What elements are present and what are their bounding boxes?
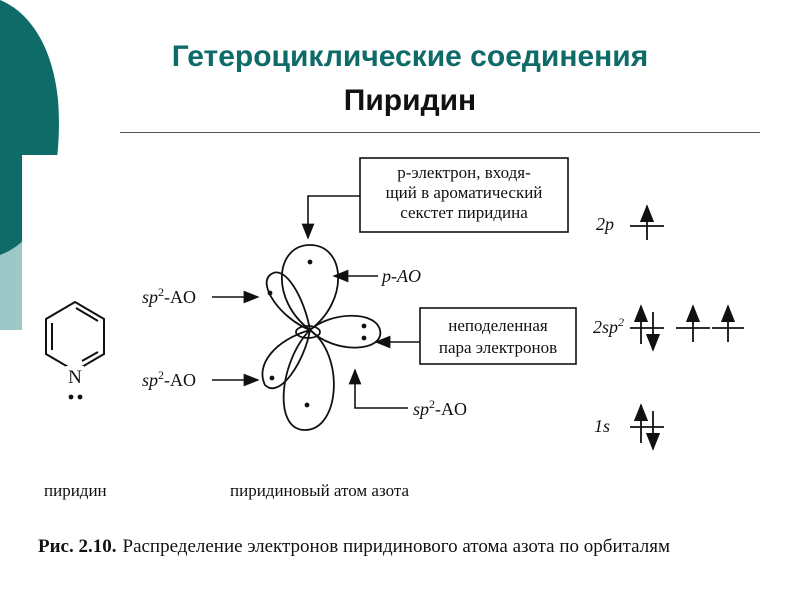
pyridine-ring: [45, 300, 105, 373]
sp2-lobe-upper-left: [265, 271, 312, 332]
lone-pair-dot: [361, 335, 367, 341]
lone-pair-box: [419, 307, 577, 365]
nitrogen-atom: N: [68, 367, 82, 388]
figure-caption: Рис. 2.10.Распределение электронов пирид…: [38, 536, 670, 557]
sp2-ao-arrow-bottom: [348, 368, 408, 409]
lone-pair-line-2: пара электронов: [439, 338, 557, 357]
sp2-lobe-lower-left: [261, 328, 312, 389]
atom-mask: [66, 366, 84, 386]
level-2sp2-label: 2sp2: [593, 315, 624, 337]
p-electron-line-1: р-электрон, входя-: [397, 163, 531, 182]
level-1s-label: 1s: [594, 416, 610, 436]
p-orbital-lobe-top: [280, 244, 340, 332]
nitrogen-atom-label: пиридиновый атом азота: [230, 481, 410, 500]
sp2-lobe-right: [308, 314, 381, 349]
sp2-ao-label-lower: sp2-AO: [142, 368, 196, 390]
slide-subtitle: Пиридин: [343, 84, 477, 117]
electron-dot: [307, 259, 313, 265]
slide-title: Гетероциклические соединения: [171, 40, 649, 73]
orbital-center: [295, 325, 321, 339]
p-ao-label: p-AO: [380, 266, 421, 286]
level-2sp2: [630, 304, 744, 352]
lone-pair-dot: [68, 394, 74, 400]
p-electron-box: [359, 157, 569, 233]
p-electron-line-3: секстет пиридина: [400, 203, 528, 222]
sp2-ao-label-bottom: sp2-AO: [413, 397, 467, 419]
p-orbital-lobe-bottom: [282, 328, 335, 431]
level-2p: [630, 204, 664, 240]
sp2-ao-label-upper: sp2-AO: [142, 285, 196, 307]
level-1s: [630, 403, 664, 451]
level-2p-label: 2p: [596, 214, 614, 234]
orbital-lobes: [261, 244, 381, 431]
p-electron-arrow: [301, 195, 360, 240]
title-divider: [120, 132, 760, 133]
pyridine-label: пиридин: [44, 481, 107, 500]
p-electron-line-2: щий в ароматический: [386, 183, 543, 202]
lone-pair-line-1: неподеленная: [448, 316, 548, 335]
lone-pair-dot: [77, 394, 83, 400]
electron-dot: [269, 375, 275, 381]
electron-dot: [267, 290, 273, 296]
lone-pair-dot: [361, 323, 367, 329]
electron-dot: [304, 402, 310, 408]
